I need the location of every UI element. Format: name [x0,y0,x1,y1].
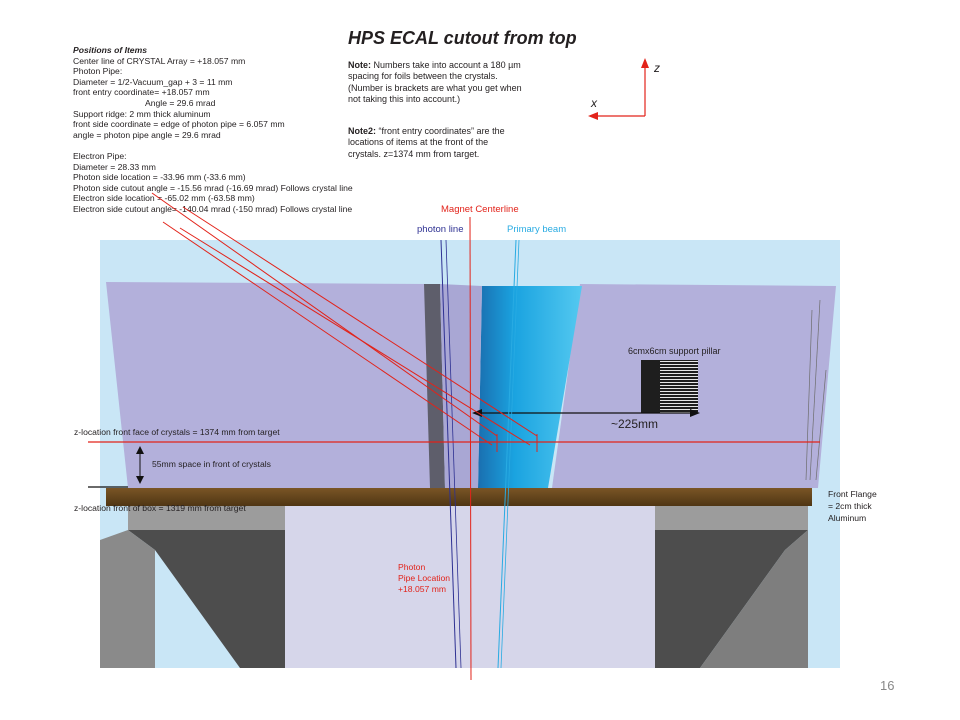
positions-heading: Positions of Items [73,45,148,55]
positions-line: Electron side location = -65.02 mm (-63.… [73,193,255,204]
positions-line: Angle = 29.6 mrad [145,97,216,108]
front-box-label: z-location front of box = 1319 mm from t… [74,503,246,513]
leader-lines [151,192,538,446]
page-title: HPS ECAL cutout from top [348,28,577,48]
front-flange-label-2: = 2cm thick [828,501,872,511]
positions-line: Electron Pipe: [73,150,127,161]
right-support-leg [655,530,808,668]
magnet-centerline [469,216,472,681]
x-axis-label: x [590,96,598,110]
right-support-side [700,530,808,668]
left-crystal-array [106,282,432,488]
note-2-label: Note2: [348,126,377,136]
left-support-leg [128,530,285,668]
x-axis-arrow [588,112,598,120]
side-hatching [805,299,827,481]
positions-line: front entry coordinate= +18.057 mm [73,87,210,98]
distance-arrow-right [690,409,700,417]
note-2-line: “front entry coordinates” are the [376,126,505,136]
photon-line-2 [445,239,462,669]
space-arrow-up [136,446,144,454]
positions-block: Positions of Items Center line of CRYSTA… [73,45,403,215]
positions-line: Support ridge: 2 mm thick aluminum [73,108,211,119]
primary-beam-line-2 [500,239,520,669]
primary-beam-line [497,239,517,669]
z-axis-label: z [653,61,660,75]
primary-beam-group [497,239,520,669]
photon-pipe-label-3: +18.057 mm [398,584,446,594]
front-face-label: z-location front face of crystals = 1374… [74,427,280,437]
slide-number: 16 [880,678,895,693]
z-axis-arrow [641,58,649,68]
electron-pipe-cutout [478,286,582,488]
support-pillar [641,360,698,413]
magnet-centerline-label: Magnet Centerline [441,204,519,215]
note-1-line: spacing for foils between the crystals. [348,71,498,82]
photon-pipe-region [440,284,482,488]
right-box-edge [655,505,808,530]
note-2-line: crystals. z=1374 mm from target. [348,148,480,159]
space-label: 55mm space in front of crystals [152,459,271,469]
front-flange-label-1: Front Flange [828,489,877,499]
positions-line: angle = photon pipe angle = 29.6 mrad [73,129,221,140]
distance-label: ~225mm [611,417,658,431]
positions-line: Diameter = 1/2-Vacuum_gap + 3 = 11 mm [73,76,233,87]
positions-line: front side coordinate = edge of photon p… [73,119,285,130]
photon-pipe-label-1: Photon [398,562,425,572]
note-2-line: locations of items at the front of the [348,137,489,148]
photon-pipe-label-2: Pipe Location [398,573,450,583]
note-1-label: Note: [348,60,371,70]
left-support-side [100,530,155,668]
positions-line: Photon side cutout angle = -15.56 mrad (… [73,182,353,193]
left-box-edge [128,505,285,530]
front-flange [106,488,812,506]
note-2: Note2: “front entry coordinates” are the… [348,126,505,160]
positions-line: Photon Pipe: [73,66,123,77]
note-1-line: not taking this into account.) [348,93,461,104]
photon-line-label: photon line [417,224,463,235]
positions-line: Electron side cutout angle= -140.04 mrad… [73,203,353,214]
distance-arrow-left [472,409,482,417]
note-1-line: Numbers take into account a 180 µm [371,60,521,70]
positions-line: Diameter = 28.33 mm [73,161,156,172]
primary-beam-label: Primary beam [507,224,566,235]
photon-line [440,239,457,669]
front-flange-label-3: Aluminum [828,513,866,523]
coordinate-axes: z x [588,58,660,120]
note-1: Note: Numbers take into account a 180 µm… [348,60,522,105]
support-pillar-label: 6cmx6cm support pillar [628,346,721,356]
space-arrow-down [136,476,144,484]
box-interior [285,505,655,668]
positions-line: Photon side location = -33.96 mm (-33.6 … [73,172,246,183]
note-1-line: (Number is brackets are what you get whe… [348,82,522,93]
positions-line: Center line of CRYSTAL Array = +18.057 m… [73,55,246,66]
photon-line-group [440,239,462,669]
